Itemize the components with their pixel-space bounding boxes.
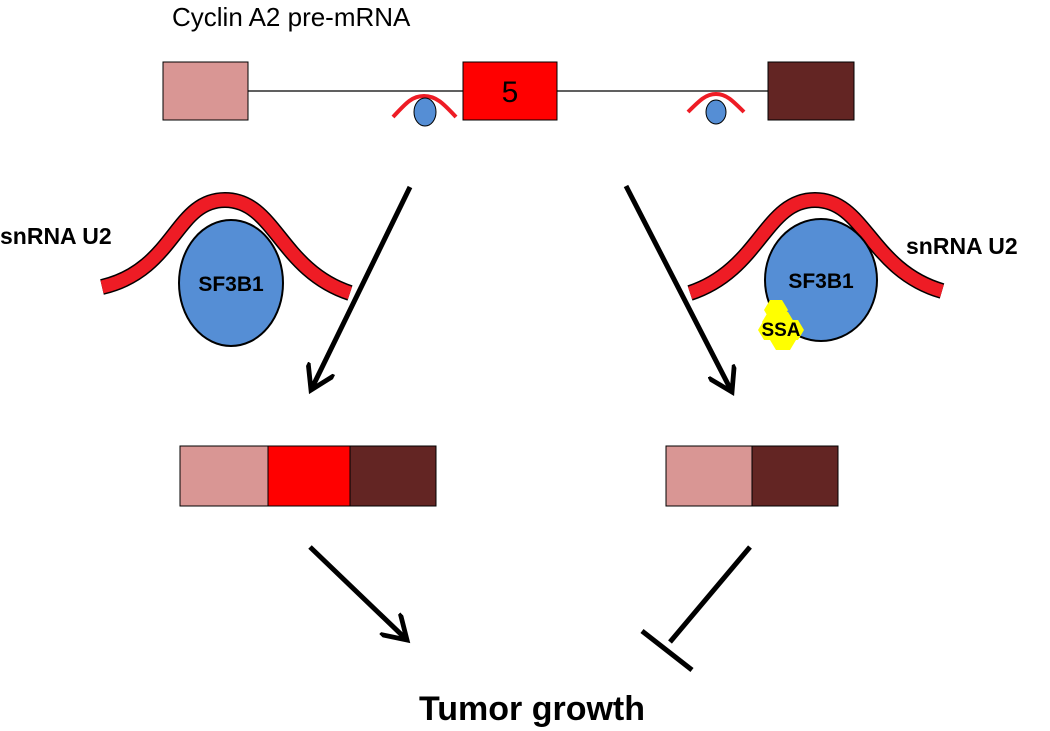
exon-5-label: 5: [502, 76, 519, 109]
small-spliceosome-right: [686, 91, 746, 125]
exon-5-skipped-mrna: [665, 445, 839, 507]
exon-6-box: [767, 61, 855, 121]
right-complex: SF3B1 SSA: [687, 191, 945, 350]
sf3b1-label-right: SF3B1: [788, 270, 854, 293]
exon-4-box: [162, 61, 249, 121]
sf3b1-protein-right: [764, 218, 878, 342]
inhibition-arrow: [640, 545, 752, 672]
arrow-ssa-splicing: [623, 184, 732, 392]
sf3b1-label-left: SF3B1: [198, 273, 264, 296]
arrow-promotes-tumor-growth: [308, 545, 407, 640]
arrow-normal-splicing: [311, 185, 413, 390]
full-length-mrna: [179, 445, 437, 507]
exon-5-box: [462, 61, 558, 121]
tumor-growth-label: Tumor growth: [419, 690, 645, 728]
left-complex: SF3B1: [99, 191, 353, 347]
ssa-label: SSA: [761, 320, 800, 341]
ssa-drug-molecule: [758, 300, 804, 350]
snrna-u2-label-left: snRNA U2: [0, 223, 112, 249]
sf3b1-protein-left: [178, 219, 284, 347]
snrna-u2-label-right: snRNA U2: [906, 233, 1018, 259]
pre-mrna-title: Cyclin A2 pre-mRNA: [172, 2, 411, 32]
small-spliceosome-left: [391, 93, 458, 127]
